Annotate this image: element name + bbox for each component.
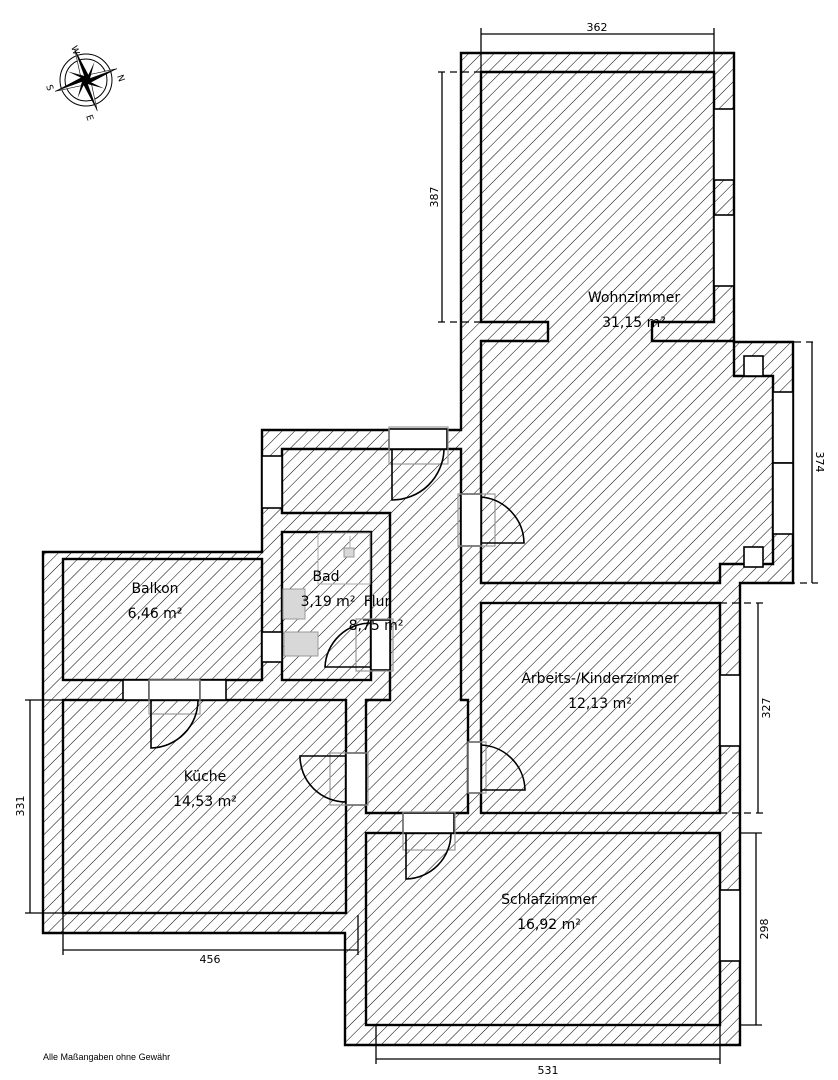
room-name-arbeitszimmer: Arbeits-/Kinderzimmer <box>521 671 679 687</box>
compass-west-label: W <box>68 45 80 57</box>
dim-wohnzimmer-depth: 387 <box>428 187 441 208</box>
window-flur <box>261 455 283 509</box>
compass-north-label: N <box>114 74 126 84</box>
dim-kueche-width: 456 <box>200 953 221 966</box>
door-schlafzimmer[interactable] <box>402 811 456 880</box>
door-wohnzimmer[interactable] <box>457 493 525 547</box>
room-area-arbeitszimmer: 12,13 m² <box>568 696 632 712</box>
room-name-balkon: Balkon <box>131 581 178 597</box>
room-wohnzimmer-floor <box>479 70 775 585</box>
door-balkon[interactable] <box>148 679 201 749</box>
sink-icon <box>282 588 306 620</box>
window-bay-bottom <box>743 546 764 568</box>
window-bay-1 <box>772 391 794 464</box>
dimension-lines: 362 387 374 327 298 531 331 <box>14 21 826 1077</box>
dim-schlafzimmer-height: 298 <box>758 919 771 940</box>
window-arbeitszimmer <box>719 674 741 747</box>
room-name-kueche: Küche <box>184 769 227 785</box>
windows <box>122 108 794 962</box>
walls <box>41 51 795 1047</box>
shower-tray <box>317 532 371 585</box>
disclaimer-text: Alle Maßangaben ohne Gewähr <box>43 1052 171 1062</box>
room-area-balkon: 6,46 m² <box>128 606 183 622</box>
dim-schlafzimmer-width: 531 <box>538 1064 559 1077</box>
door-entrance[interactable] <box>388 426 449 501</box>
window-schlafzimmer <box>719 889 741 962</box>
window-kueche-1 <box>122 679 150 701</box>
room-bad-floor <box>280 530 373 682</box>
door-arbeitszimmer[interactable] <box>467 741 526 794</box>
door-kueche[interactable] <box>299 752 369 806</box>
room-name-bad: Bad <box>312 569 339 585</box>
window-wohnzimmer-2 <box>713 214 735 287</box>
compass-south-label: S <box>43 84 54 93</box>
room-area-schlafzimmer: 16,92 m² <box>517 917 581 933</box>
room-flur-floor <box>280 447 470 815</box>
window-bad <box>261 631 283 663</box>
bathroom-fixtures <box>282 532 371 657</box>
dim-arbeitszimmer-height: 327 <box>760 698 773 719</box>
room-area-flur: 8,75 m² <box>349 618 404 634</box>
room-labels: Wohnzimmer 31,15 m² Bad 3,19 m² Flur 8,7… <box>128 290 681 933</box>
room-name-wohnzimmer: Wohnzimmer <box>588 290 680 306</box>
dim-bay-height: 374 <box>813 452 826 473</box>
dim-kueche-height: 331 <box>14 796 27 817</box>
room-area-kueche: 14,53 m² <box>173 794 237 810</box>
room-area-bad: 3,19 m² <box>301 594 356 610</box>
room-area-wohnzimmer: 31,15 m² <box>602 315 666 331</box>
doors <box>148 426 526 880</box>
room-name-schlafzimmer: Schlafzimmer <box>501 892 597 908</box>
window-bay-2 <box>772 462 794 535</box>
balkon-door-opening <box>148 679 201 701</box>
door-bad[interactable] <box>324 618 394 672</box>
dim-wohnzimmer-width: 362 <box>587 21 608 34</box>
window-kueche-2 <box>199 679 227 701</box>
shower-drain-icon <box>343 547 355 558</box>
room-name-flur: Flur <box>364 594 391 610</box>
toilet-icon <box>283 631 319 657</box>
compass-east-label: E <box>83 114 94 123</box>
window-wohnzimmer-1 <box>713 108 735 181</box>
window-bay-top <box>743 355 764 377</box>
compass-rose-icon: W N S E <box>43 45 126 123</box>
